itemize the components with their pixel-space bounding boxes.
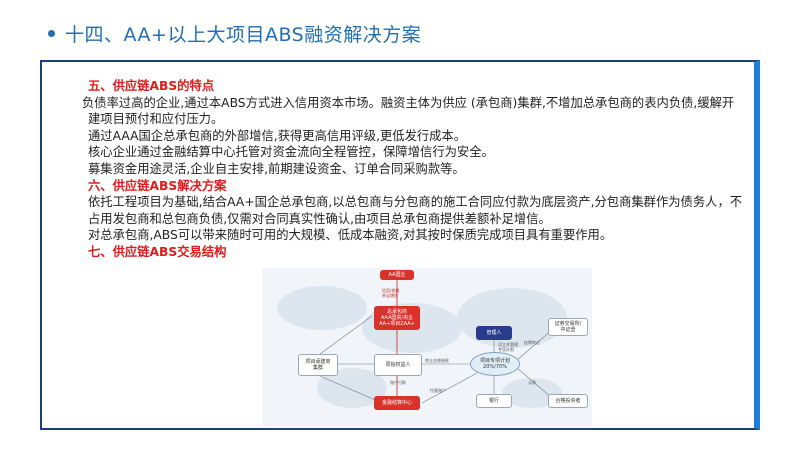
label-custody: 托管账户 xyxy=(430,388,446,393)
node-guarantor: 总承包商 AAA国资/央企 AA+项目ZAA+ xyxy=(374,306,420,330)
label-listing: 挂牌转让 xyxy=(524,340,540,345)
solution-paragraph-2: 对总承包商,ABS可以带来随时可用的大规模、低成本融资,对其按时保质完成项目具有… xyxy=(88,228,613,243)
transaction-structure-diagram: AA国企 信用/差额 补足增信 总承包商 AAA国资/央企 AA+项目ZAA+ … xyxy=(262,268,592,426)
slide-title: 十四、AA+以上大项目ABS融资解决方案 xyxy=(48,18,421,48)
node-original-holder: 原始权益人 xyxy=(374,354,422,376)
node-securities-exchange: 证券交易所/ 中证登 xyxy=(548,318,588,336)
solution-paragraph-1: 依托工程项目为基础,结合AA+国企总承包商,以总包商与分包商的施工合同应付款为底… xyxy=(88,195,743,226)
label-management: 设立并管理 专项计划 xyxy=(498,342,518,352)
features-paragraph-1: 负债率过高的企业,通过本ABS方式进入信用资本市场。融资主体为供应 (承包商)集… xyxy=(82,95,735,127)
content-frame: 五、供应链ABS的特点 负债率过高的企业,通过本ABS方式进入信用资本市场。融资… xyxy=(40,60,760,430)
label-subscription: 认购 xyxy=(528,380,536,385)
node-settlement-center: 金融结算中心 xyxy=(374,396,420,410)
features-paragraph-3: 核心企业通过金融结算中心托管对资金流向全程管控，保障增信行为安全。 xyxy=(88,145,494,160)
label-transfer: 转让应收账款 xyxy=(425,358,449,363)
node-spv: 项目专项计划 20%/70% xyxy=(470,352,520,376)
section-heading-solution: 六、供应链ABS解决方案 xyxy=(88,178,227,193)
node-project-builder: 项目承建商 集群 xyxy=(298,354,338,376)
node-investors: 合格投资者 xyxy=(548,394,588,408)
section-heading-features: 五、供应链ABS的特点 xyxy=(88,79,215,93)
features-paragraph-4: 募集资金用途灵活,企业自主安排,前期建设资金、订单合同采购款等。 xyxy=(88,161,465,176)
title-bullet-icon xyxy=(48,29,55,37)
node-manager: 管理人 xyxy=(476,326,512,340)
text-block: 五、供应链ABS的特点 负债率过高的企业,通过本ABS方式进入信用资本市场。融资… xyxy=(82,78,744,261)
features-paragraph-2: 通过AAA国企总承包商的外部增信,获得更高信用评级,更低发行成本。 xyxy=(88,128,467,143)
node-bank: 银行 xyxy=(476,394,512,408)
label-payment: 账户付款 xyxy=(390,380,406,385)
slide-title-text: 十四、AA+以上大项目ABS融资解决方案 xyxy=(65,23,422,46)
node-rating: AA国企 xyxy=(380,270,414,280)
section-heading-structure: 七、供应链ABS交易结构 xyxy=(88,244,227,259)
diagram-connectors xyxy=(277,280,567,408)
label-credit-note: 信用/差额 补足增信 xyxy=(382,288,400,298)
